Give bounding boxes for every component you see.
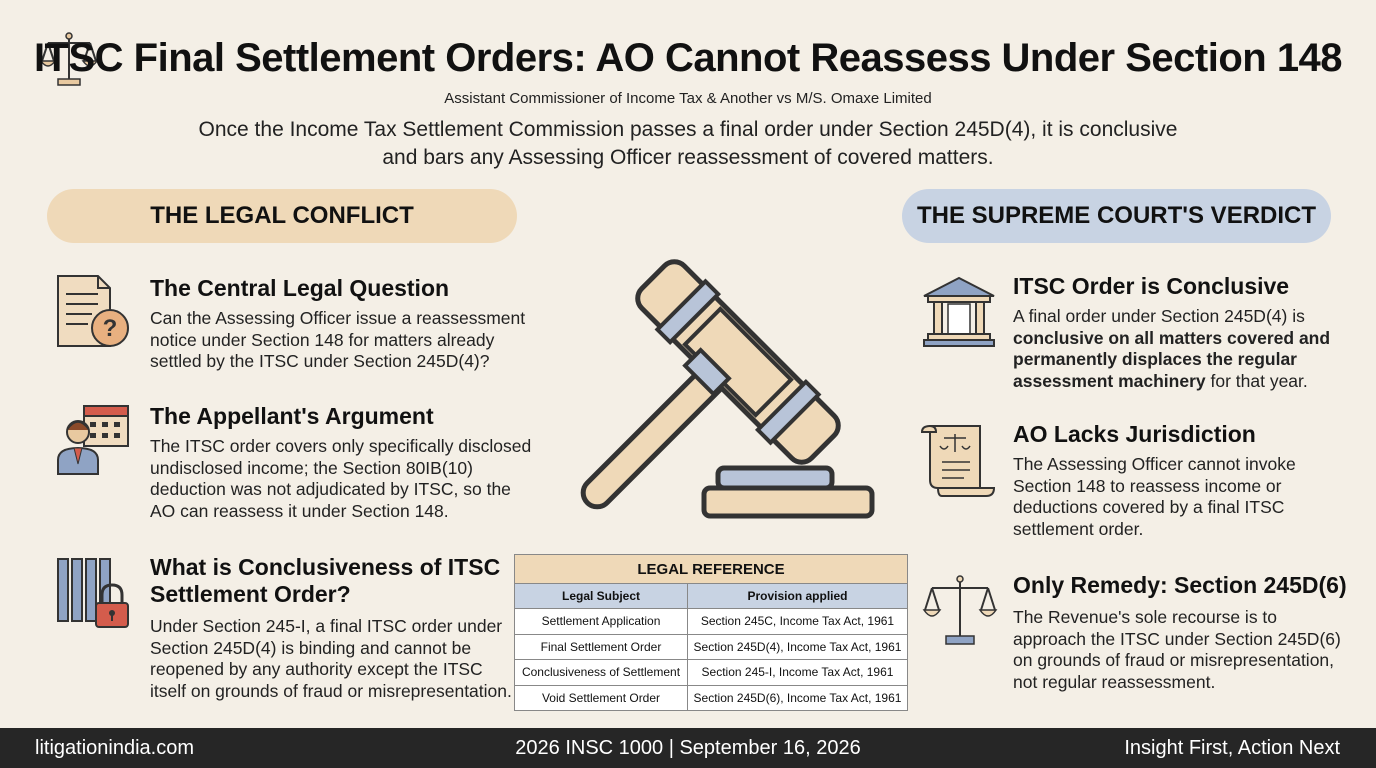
central-question-title: The Central Legal Question — [150, 275, 450, 301]
footer-citation: 2026 INSC 1000 | September 16, 2026 — [515, 737, 861, 759]
table-cell: Section 245D(6), Income Tax Act, 1961 — [687, 684, 908, 711]
table-row: Void Settlement Order Section 245D(6), I… — [514, 684, 908, 711]
courthouse-icon — [923, 276, 995, 347]
lead-line-1: Once the Income Tax Settlement Commissio… — [198, 118, 1178, 141]
conclusiveness-body: Under Section 245-I, a final ITSC order … — [150, 616, 512, 701]
legal-reference-caption: LEGAL REFERENCE — [514, 554, 908, 584]
case-subtitle: Assistant Commissioner of Income Tax & A… — [444, 90, 932, 107]
itsc-conclusive-body-pre: A final order under Section 245D(4) is — [1013, 306, 1305, 326]
conclusiveness-title-line-2: Settlement Order? — [150, 581, 351, 607]
itsc-conclusive-body: A final order under Section 245D(4) is c… — [1013, 306, 1343, 392]
only-remedy-title: Only Remedy: Section 245D(6) — [1013, 572, 1347, 598]
lead-line-2: and bars any Assessing Officer reassessm… — [382, 146, 994, 169]
table-cell: Void Settlement Order — [514, 684, 688, 711]
lead-summary: Once the Income Tax Settlement Commissio… — [120, 116, 1256, 172]
table-cell: Section 245-I, Income Tax Act, 1961 — [687, 659, 908, 686]
footer-tagline: Insight First, Action Next — [1124, 737, 1340, 759]
table-row: Conclusiveness of Settlement Section 245… — [514, 659, 908, 686]
table-row: Final Settlement Order Section 245D(4), … — [514, 633, 908, 660]
scroll-scales-icon — [920, 424, 996, 497]
ao-jurisdiction-body: The Assessing Officer cannot invoke Sect… — [1013, 454, 1296, 539]
itsc-conclusive-body-bold: conclusive on all matters covered and pe… — [1013, 327, 1331, 391]
scales-icon — [922, 575, 998, 645]
legal-conflict-heading: THE LEGAL CONFLICT — [47, 189, 517, 243]
column-provision-applied: Provision applied — [687, 583, 908, 609]
conclusiveness-title: What is Conclusiveness of ITSC Settlemen… — [150, 554, 500, 608]
legal-reference-table: LEGAL REFERENCE Legal Subject Provision … — [514, 554, 908, 711]
table-cell: Section 245D(4), Income Tax Act, 1961 — [687, 633, 908, 660]
itsc-conclusive-body-post: for that year. — [1205, 370, 1308, 391]
central-question-body: Can the Assessing Officer issue a reasse… — [150, 308, 526, 371]
document-question-icon: ? — [57, 275, 129, 347]
footer-website: litigationindia.com — [35, 737, 194, 759]
footer-bar: litigationindia.com 2026 INSC 1000 | Sep… — [0, 728, 1376, 768]
verdict-heading: THE SUPREME COURT'S VERDICT — [902, 189, 1331, 243]
itsc-conclusive-title: ITSC Order is Conclusive — [1013, 273, 1290, 299]
appellant-argument-body: The ITSC order covers only specifically … — [150, 436, 532, 521]
table-cell: Final Settlement Order — [514, 633, 688, 660]
svg-text:?: ? — [103, 315, 118, 342]
appellant-argument-title: The Appellant's Argument — [150, 403, 434, 429]
table-cell: Conclusiveness of Settlement — [514, 659, 688, 686]
scales-logo-icon — [39, 32, 99, 86]
table-cell: Settlement Application — [514, 608, 688, 635]
column-legal-subject: Legal Subject — [514, 583, 688, 609]
ao-jurisdiction-title: AO Lacks Jurisdiction — [1013, 421, 1256, 447]
conclusiveness-title-line-1: What is Conclusiveness of ITSC — [150, 554, 501, 580]
table-cell: Section 245C, Income Tax Act, 1961 — [687, 608, 908, 635]
officer-calendar-icon — [57, 405, 129, 475]
table-row: Settlement Application Section 245C, Inc… — [514, 608, 908, 635]
only-remedy-body: The Revenue's sole recourse is to approa… — [1013, 607, 1341, 692]
locked-files-icon — [57, 558, 129, 628]
page-title: ITSC Final Settlement Orders: AO Cannot … — [33, 36, 1343, 80]
gavel-icon — [580, 259, 875, 519]
